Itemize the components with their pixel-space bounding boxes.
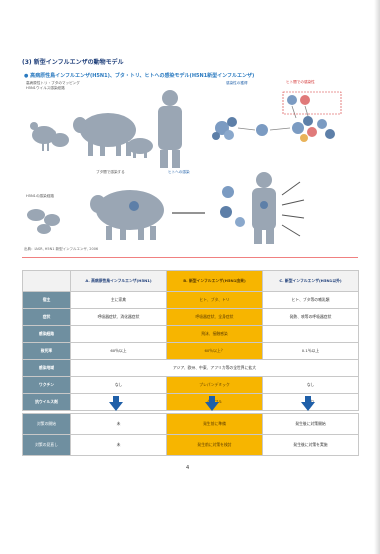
table-cell: なし [70,376,167,394]
table-cell: 呼吸器症状、消化器症状 [70,308,167,326]
table-cell: 未 [70,413,167,435]
row-label: 対策の見直し [22,434,71,456]
table-cell: 0.1％以上 [262,342,359,360]
table-cell: 60％以上？ [166,342,263,360]
section-title: (3) 新型インフルエンザの動物モデル [22,59,124,66]
diagram-label-link: ヒトへの感染 [168,170,190,174]
table-header-b: B. 新型インフルエンザ(H5N1由来) [166,270,263,292]
row-label: 対策の開始 [22,413,71,435]
table-cell: 発生前に準備 [166,413,263,435]
row-label: 感染地域 [22,359,71,377]
chicken-icon [30,122,56,151]
table-row: 対策の開始 未 発生前に準備 発生後に対策開始 [22,413,359,435]
table-cell: 呼吸器症状、全身症状 [166,308,263,326]
row-label: 宿主 [22,291,71,309]
down-arrow-icon [205,402,219,411]
table-cell: 未 [70,434,167,456]
row-label: ワクチン [22,376,71,394]
down-arrow-stem [209,396,215,402]
down-arrow-stem [113,396,119,402]
countermeasure-table: 対策の開始 未 発生前に準備 発生後に対策開始 対策の見直し 未 発生前に対策を… [22,413,359,456]
table-cell: 発熱、咳等の呼吸器症状 [262,308,359,326]
virus-cluster-icon [292,116,335,142]
virus-icon [260,201,268,209]
highlight-box [282,91,342,115]
table-cell: ヒト、ブタ、トリ [166,291,263,309]
diagram-label-human: 感染性の獲得 [226,81,248,85]
table-row: 感染経路 飛沫、接触感染 [22,325,359,343]
virus-cluster-icon [220,186,245,227]
down-arrow-icon [109,402,123,411]
table-cell: 60％以上 [70,342,167,360]
virus-cluster-icon [212,117,237,140]
virus-icon [256,124,268,136]
virus-icon [129,201,139,211]
down-arrow-icon [301,402,315,411]
diagram-label-top: 高病原性トリ・ブタのマッピング [26,81,80,85]
source-note: 出典：IASR, H5N1 新型インフルエンザ, 2006 [24,247,99,251]
diagram-label-pig: H5N1の感染経路 [26,194,54,198]
table-cell: プレパンデミック [166,376,263,394]
table-header-a: A. 高病原性鳥インフルエンザ(H5N1) [70,270,167,292]
table-row: 症状 呼吸器症状、消化器症状 呼吸器症状、全身症状 発熱、咳等の呼吸器症状 [22,308,359,326]
pig-icon [90,190,164,240]
table-row: 致死率 60％以上 60％以上？ 0.1％以上 [22,342,359,360]
table-row: ワクチン なし プレパンデミック なし [22,376,359,394]
table-cell: ヒト、ブタ等の哺乳類 [262,291,359,309]
connector-lines [237,105,309,131]
table-cell [262,325,359,343]
virus-pair-icon [287,95,310,105]
row-label: 感染経路 [22,325,71,343]
table-cell [70,325,167,343]
table-cell: 発生前に対策を検討 [166,434,263,456]
table-row: 対策の見直し 未 発生前に対策を検討 発生後に対策を実施 [22,434,359,456]
human-icon [252,172,276,244]
chicken-icon [27,209,60,234]
diagram-label-sub: H5N1ウイルス感染経路 [26,86,65,90]
table-cell: なし [262,376,359,394]
table-row: 感染地域 アジア、欧州、中東、アフリカ等の全世界に拡大 [22,359,359,377]
row-label: 症状 [22,308,71,326]
table-header-empty [22,270,71,292]
comparison-table: A. 高病原性鳥インフルエンザ(H5N1) B. 新型インフルエンザ(H5N1由… [22,270,359,411]
human-icon [158,90,182,168]
subsection-title: ● 高病原性鳥インフルエンザ(H5N1)、ブタ・トリ、ヒトへの感染モデル(H5N… [24,73,255,79]
row-label: 致死率 [22,342,71,360]
table-cell-span: アジア、欧州、中東、アフリカ等の全世界に拡大 [70,359,359,377]
pig-icon [73,113,136,156]
divider [22,257,358,258]
table-cell: 発生後に対策開始 [262,413,359,435]
table-cell: 主に家禽 [70,291,167,309]
table-header-c: C. 新型インフルエンザ(H5N1以外) [262,270,359,292]
table-header-row: A. 高病原性鳥インフルエンザ(H5N1) B. 新型インフルエンザ(H5N1由… [22,270,359,292]
row-label: 抗ウイルス剤 [22,393,71,411]
page-number: 4 [186,465,190,471]
table-row: 宿主 主に家禽 ヒト、ブタ、トリ ヒト、ブタ等の哺乳類 [22,291,359,309]
spread-arrows [281,181,305,237]
down-arrow-stem [305,396,311,402]
diagram-label-mid: ブタ間で感染する [96,170,125,174]
chicken-icon [50,130,69,147]
table-cell: 飛沫、接触感染 [166,325,263,343]
diagram-label-red: ヒト間での感染性 [286,80,315,84]
page-edge [374,0,380,554]
table-cell: 発生後に対策を実施 [262,434,359,456]
pig-icon [127,138,153,158]
